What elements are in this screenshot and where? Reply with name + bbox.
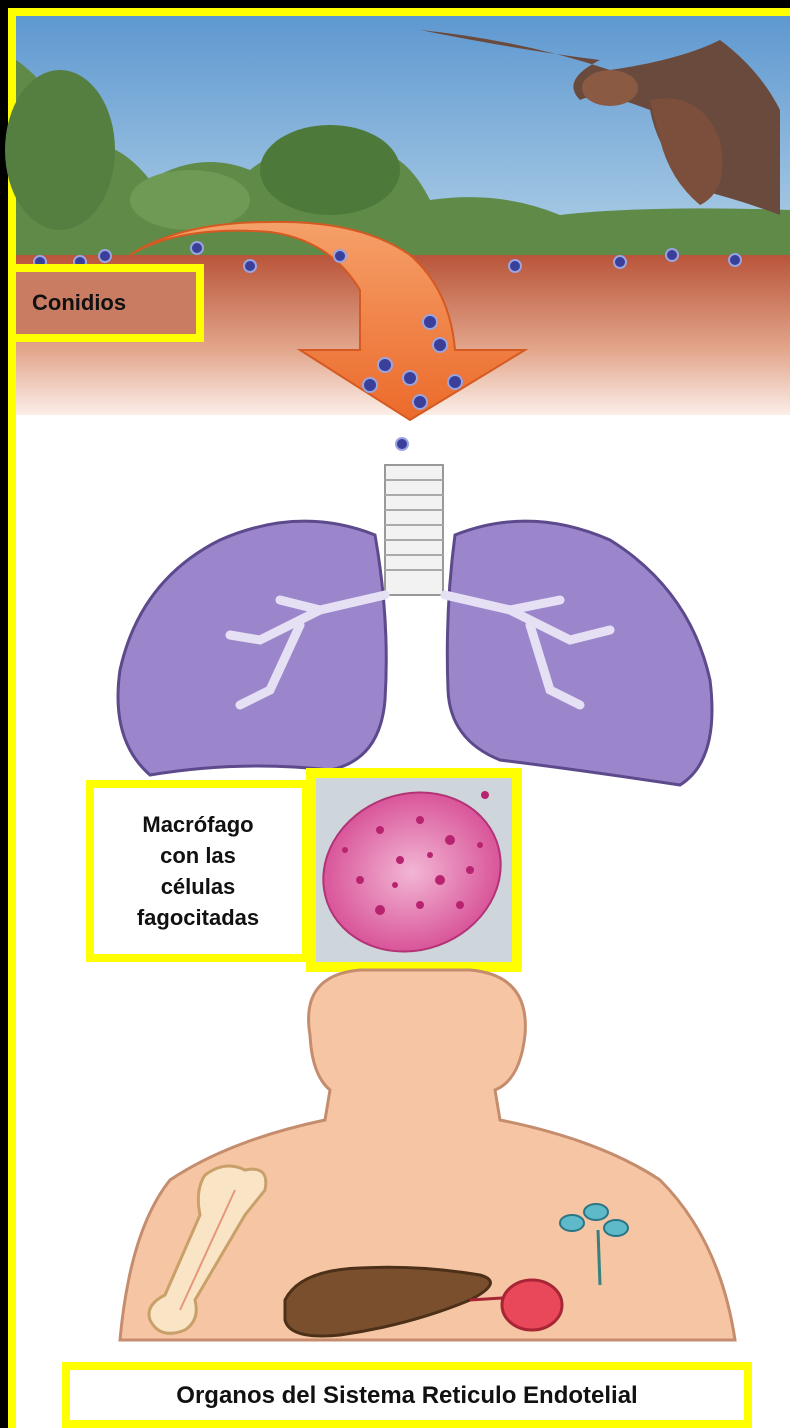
macrophage-micrograph xyxy=(301,768,523,976)
conidia-label: Conidios xyxy=(10,264,204,342)
macrophage-label-line-4: fagocitadas xyxy=(137,902,259,933)
organs-label: Organos del Sistema Reticulo Endotelial xyxy=(62,1362,752,1428)
macrophage-label-line-2: con las xyxy=(160,840,236,871)
macrophage-label-line-1: Macrófago xyxy=(142,809,253,840)
macrophage-label-line-3: células xyxy=(161,871,236,902)
macrophage-label: Macrófago con las células fagocitadas xyxy=(86,780,310,962)
